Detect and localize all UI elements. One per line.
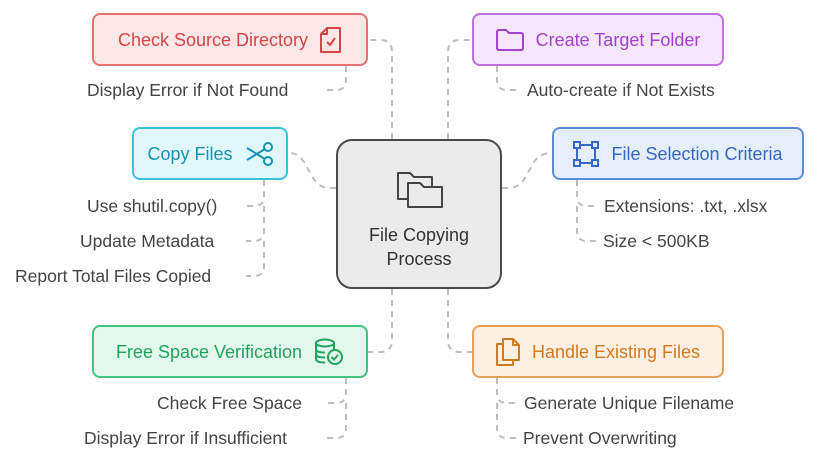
handle-existing-files-node[interactable]: Handle Existing Files (472, 325, 724, 378)
database-check-icon (314, 338, 344, 366)
free-space-verification-label: Free Space Verification (115, 341, 303, 362)
check-source-directory-node[interactable]: Check Source Directory (92, 13, 368, 66)
center-node-file-copying-process[interactable]: File Copying Process (336, 139, 502, 289)
handle-existing-item-1: Generate Unique Filename (524, 393, 735, 413)
handle-existing-item-2: Prevent Overwriting (523, 428, 677, 448)
copy-files-item-3: Report Total Files Copied (15, 266, 212, 286)
copy-files-label: Copy Files (147, 143, 233, 164)
handle-existing-files-label: Handle Existing Files (531, 341, 701, 362)
copy-files-icon (495, 337, 520, 366)
copy-files-node[interactable]: Copy Files (132, 127, 288, 180)
folder-icon (495, 28, 524, 51)
selection-frame-icon (573, 140, 600, 167)
create-target-folder-label: Create Target Folder (535, 29, 701, 50)
file-selection-criteria-label: File Selection Criteria (611, 143, 783, 164)
free-space-item-1: Check Free Space (157, 393, 302, 413)
file-selection-item-2: Size < 500KB (603, 231, 710, 251)
free-space-item-2: Display Error if Insufficient (84, 428, 287, 448)
center-title: File Copying Process (368, 225, 470, 269)
check-source-directory-label: Check Source Directory (117, 29, 309, 50)
free-space-verification-node[interactable]: Free Space Verification (92, 325, 368, 378)
create-target-folder-node[interactable]: Create Target Folder (472, 13, 724, 66)
copy-files-item-2: Update Metadata (80, 231, 215, 251)
file-selection-criteria-node[interactable]: File Selection Criteria (552, 127, 804, 180)
folders-icon (396, 167, 446, 214)
file-check-icon (320, 26, 342, 53)
scissors-icon (245, 141, 273, 166)
check-source-item-1: Display Error if Not Found (87, 80, 289, 100)
file-selection-item-1: Extensions: .txt, .xlsx (604, 196, 768, 216)
create-target-item-1: Auto-create if Not Exists (527, 80, 715, 100)
copy-files-item-1: Use shutil.copy() (87, 196, 218, 216)
